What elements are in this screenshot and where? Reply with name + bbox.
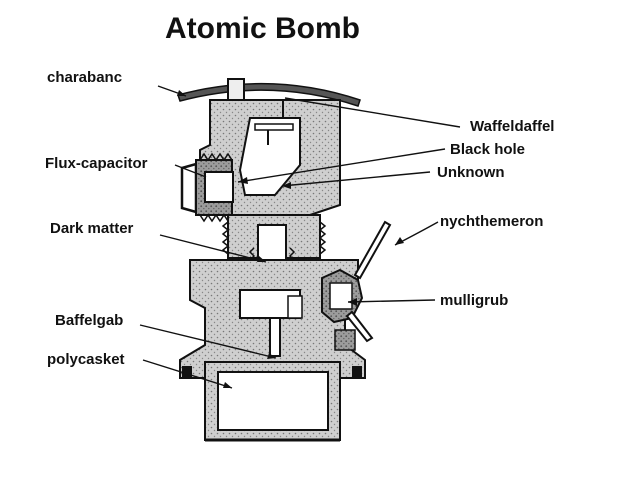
leader-baffelgab: [139, 324, 277, 359]
leader-lines: [139, 85, 461, 389]
leader-waffeldaffel: [284, 97, 461, 128]
leader-polycasket: [142, 359, 233, 389]
diagram-title: Atomic Bomb: [165, 12, 360, 45]
leader-mulligrub: [347, 299, 436, 303]
label-baffelgab: Baffelgab: [55, 312, 124, 329]
label-waffeldaffel: Waffeldaffel: [470, 118, 555, 135]
label-black-hole: Black hole: [450, 141, 526, 158]
label-charabanc: charabanc: [47, 69, 123, 86]
leader-dark-matter: [159, 234, 267, 263]
label-mulligrub: mulligrub: [440, 292, 509, 309]
label-dark-matter: Dark matter: [50, 220, 134, 237]
label-unknown: Unknown: [437, 164, 505, 181]
label-flux-capacitor: Flux-capacitor: [45, 155, 148, 172]
leader-black-hole: [237, 148, 446, 183]
leader-unknown: [281, 171, 431, 187]
label-nychthemeron: nychthemeron: [440, 213, 544, 230]
nychthemeron-lever: [353, 220, 392, 280]
flux-capacitor-fitting: [180, 162, 198, 214]
leader-flux-capacitor: [174, 164, 207, 178]
black-hole-cavity: [238, 117, 301, 196]
label-polycasket: polycasket: [47, 351, 125, 368]
leader-arrowheads: [177, 90, 404, 388]
